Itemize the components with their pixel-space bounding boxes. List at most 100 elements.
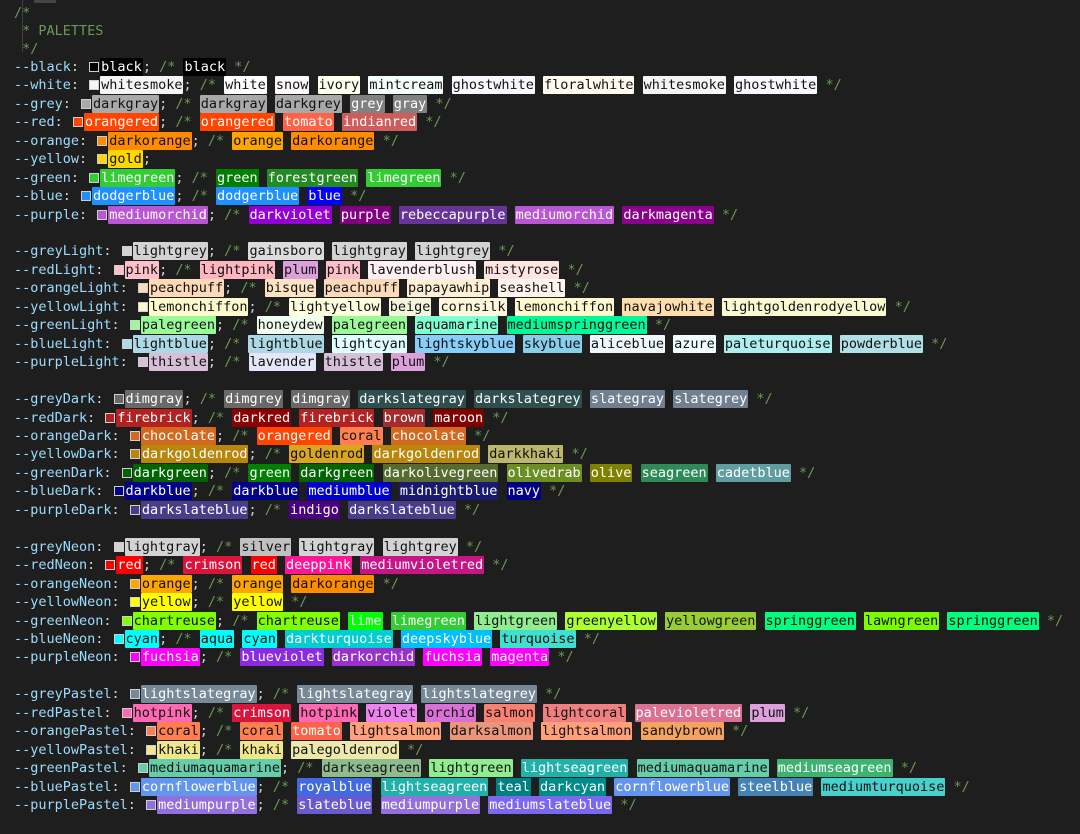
- palette-line[interactable]: --blueLight: lightblue; /* lightblue lig…: [14, 335, 947, 353]
- space: [441, 722, 449, 740]
- alt-color: hotpink: [299, 704, 359, 722]
- palette-line[interactable]: --redDark: firebrick; /* darkred firebri…: [14, 409, 509, 427]
- alt-color: beige: [388, 298, 432, 316]
- semicolon: ;: [142, 557, 151, 573]
- palette-line[interactable]: --blue: dodgerblue; /* dodgerblue blue *…: [14, 187, 366, 205]
- palette-line[interactable]: --orangeLight: peachpuff; /* bisque peac…: [14, 279, 590, 297]
- palette-line[interactable]: --orangeDark: chocolate; /* orangered co…: [14, 427, 490, 445]
- space: [714, 206, 722, 224]
- palette-line[interactable]: --green: limegreen; /* green forestgreen…: [14, 169, 466, 187]
- space: [484, 409, 492, 427]
- palette-line[interactable]: --greyDark: dimgray; /* dimgrey dimgray …: [14, 390, 773, 408]
- space: [291, 464, 299, 482]
- space: [342, 187, 350, 205]
- space: [582, 464, 590, 482]
- space: [466, 612, 474, 630]
- space: [332, 427, 340, 445]
- comment-start: /*: [199, 576, 233, 592]
- alt-color: green: [215, 169, 259, 187]
- space: [476, 704, 484, 722]
- palette-line[interactable]: --white: whitesmoke; /* white snow ivory…: [14, 76, 842, 94]
- variable-name: --greyPastel: [14, 686, 112, 702]
- palette-line[interactable]: --purplePastel: mediumpurple; /* slatebl…: [14, 796, 637, 814]
- comment-end: */: [732, 723, 749, 739]
- palette-line[interactable]: --greenNeon: chartreuse; /* chartreuse l…: [14, 612, 1063, 630]
- space: [443, 76, 451, 94]
- space: [385, 95, 393, 113]
- space: [769, 759, 777, 777]
- palette-line[interactable]: --orangeNeon: orange; /* orange darkoran…: [14, 575, 399, 593]
- palette-line[interactable]: --blueDark: darkblue; /* darkblue medium…: [14, 482, 565, 500]
- comment-end: */: [894, 299, 911, 315]
- palette-line[interactable]: --black: black; /* black */: [14, 58, 251, 76]
- comment-end: */: [571, 446, 588, 462]
- alt-color: midnightblue: [398, 482, 499, 500]
- palette-line[interactable]: --greyLight: lightgrey; /* gainsboro lig…: [14, 242, 515, 260]
- color-swatch: [72, 117, 83, 127]
- palette-line[interactable]: --yellow: gold;: [14, 150, 151, 168]
- comment-start: /*: [224, 613, 257, 629]
- comment-start: /*: [215, 465, 249, 481]
- palette-line[interactable]: --yellowPastel: khaki; /* khaki palegold…: [14, 741, 423, 759]
- color-value: darkorange: [108, 132, 192, 150]
- alt-color: lavenderblush: [368, 261, 476, 279]
- comment-end: */: [953, 779, 970, 795]
- palette-line[interactable]: --redLight: pink; /* lightpink plum pink…: [14, 261, 584, 279]
- palette-line[interactable]: --red: orangered; /* orangered tomato in…: [14, 113, 442, 131]
- palette-line[interactable]: --greyPastel: lightslategray; /* lightsl…: [14, 685, 561, 703]
- alt-color: ivory: [317, 76, 361, 94]
- palette-line[interactable]: --redPastel: hotpink; /* crimson hotpink…: [14, 704, 809, 722]
- palette-line[interactable]: --orangePastel: coral; /* coral tomato l…: [14, 722, 748, 740]
- space: [316, 353, 324, 371]
- space: [498, 464, 506, 482]
- space: [724, 722, 732, 740]
- palette-line[interactable]: --purpleNeon: fuchsia; /* blueviolet dar…: [14, 648, 574, 666]
- palette-line[interactable]: --bluePastel: cornflowerblue; /* royalbl…: [14, 778, 970, 796]
- palette-line[interactable]: --purple: mediumorchid; /* darkviolet pu…: [14, 206, 738, 224]
- space: [791, 464, 799, 482]
- space: [480, 796, 488, 814]
- palette-line[interactable]: --greenLight: palegreen; /* honeydew pal…: [14, 316, 671, 334]
- palette-line[interactable]: --purpleDark: darkslateblue; /* indigo d…: [14, 501, 480, 519]
- alt-color: orangered: [256, 427, 332, 445]
- palette-line[interactable]: --greenPastel: mediumaquamarine; /* dark…: [14, 759, 917, 777]
- space: [893, 759, 901, 777]
- color-swatch: [97, 210, 108, 220]
- color-swatch: [129, 652, 140, 662]
- space: [360, 76, 368, 94]
- color-swatch: [121, 708, 132, 718]
- space: [374, 538, 382, 556]
- comment-start: /*: [167, 262, 200, 278]
- palette-line[interactable]: --purpleLight: thistle; /* lavender this…: [14, 353, 450, 371]
- color-swatch: [137, 763, 148, 773]
- alt-color: darkorange: [291, 575, 375, 593]
- space: [614, 298, 622, 316]
- alt-color: aliceblue: [589, 335, 665, 353]
- variable-name: --redLight: [14, 262, 96, 278]
- palette-line[interactable]: --yellowNeon: yellow; /* yellow */: [14, 593, 307, 611]
- alt-color: forestgreen: [266, 169, 359, 187]
- palette-line[interactable]: --redNeon: red; /* crimson red deeppink …: [14, 556, 509, 574]
- palette-line[interactable]: --greyNeon: lightgray; /* silver lightgr…: [14, 538, 482, 556]
- palette-line[interactable]: --orange: darkorange; /* orange darkoran…: [14, 132, 399, 150]
- space: [234, 630, 242, 648]
- space: [541, 482, 549, 500]
- comment-start: /*: [232, 280, 265, 296]
- palette-line[interactable]: --yellowDark: darkgoldenrod; /* goldenro…: [14, 445, 588, 463]
- alt-color: bisque: [264, 279, 316, 297]
- color-value: thistle: [148, 353, 208, 371]
- palette-line[interactable]: --greenDark: darkgreen; /* green darkgre…: [14, 464, 815, 482]
- alt-color: blue: [307, 187, 342, 205]
- comment-end: */: [465, 539, 483, 555]
- colon: :: [111, 446, 128, 462]
- palette-line[interactable]: --yellowLight: lemonchiffon; /* lightyel…: [14, 298, 911, 316]
- palette-line[interactable]: --grey: darkgray; /* darkgray darkgrey g…: [14, 95, 452, 113]
- variable-name: --yellowLight: [14, 299, 120, 315]
- colon: :: [79, 151, 96, 167]
- alt-color: lightseagreen: [380, 778, 489, 796]
- palette-line[interactable]: --blueNeon: cyan; /* aqua cyan darkturqu…: [14, 630, 600, 648]
- comment-end: */: [463, 502, 481, 518]
- alt-color: rebeccapurple: [398, 206, 507, 224]
- comment-start: /*: [191, 77, 225, 93]
